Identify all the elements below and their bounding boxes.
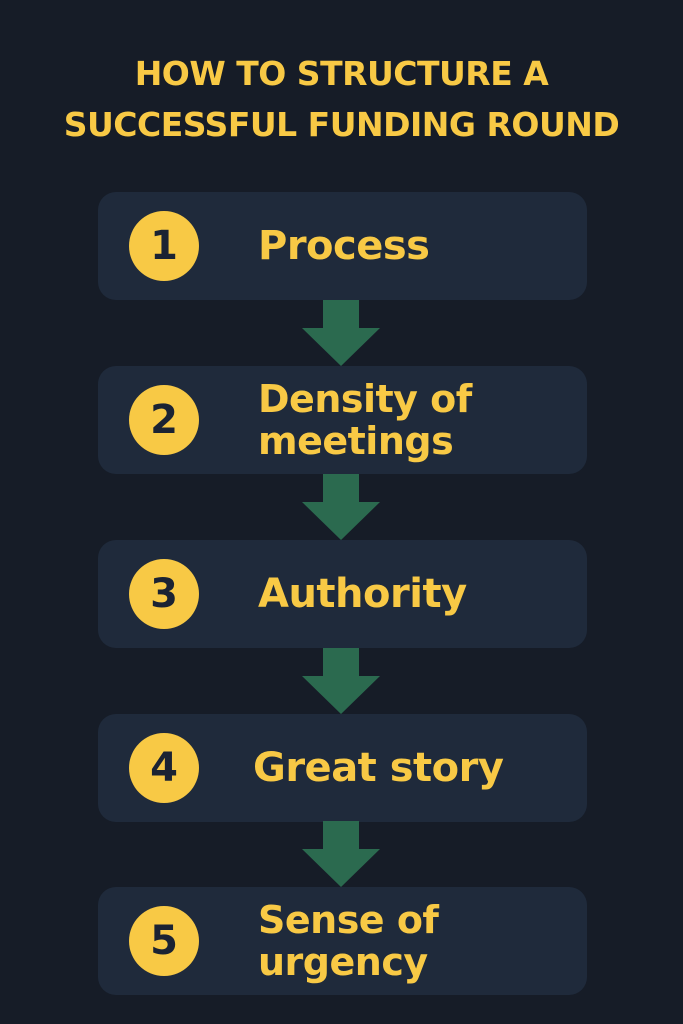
- down-arrow-icon: [302, 648, 380, 714]
- down-arrow-icon: [302, 821, 380, 887]
- step-5: 5 Sense of urgency: [98, 887, 587, 995]
- title-line-1: HOW TO STRUCTURE A: [134, 54, 549, 93]
- step-label: Sense of urgency: [258, 898, 439, 984]
- step-number-badge: 3: [129, 559, 199, 629]
- step-label: Great story: [253, 745, 504, 791]
- step-label: Authority: [258, 571, 467, 617]
- step-number-badge: 5: [129, 906, 199, 976]
- step-label: Density of meetings: [258, 377, 472, 463]
- step-4: 4 Great story: [98, 714, 587, 822]
- step-number-badge: 1: [129, 211, 199, 281]
- title-line-2: SUCCESSFUL FUNDING ROUND: [63, 105, 620, 144]
- step-2: 2 Density of meetings: [98, 366, 587, 474]
- step-number-badge: 2: [129, 385, 199, 455]
- step-label: Process: [258, 223, 430, 269]
- step-number-badge: 4: [129, 733, 199, 803]
- step-3: 3 Authority: [98, 540, 587, 648]
- step-1: 1 Process: [98, 192, 587, 300]
- down-arrow-icon: [302, 300, 380, 366]
- down-arrow-icon: [302, 474, 380, 540]
